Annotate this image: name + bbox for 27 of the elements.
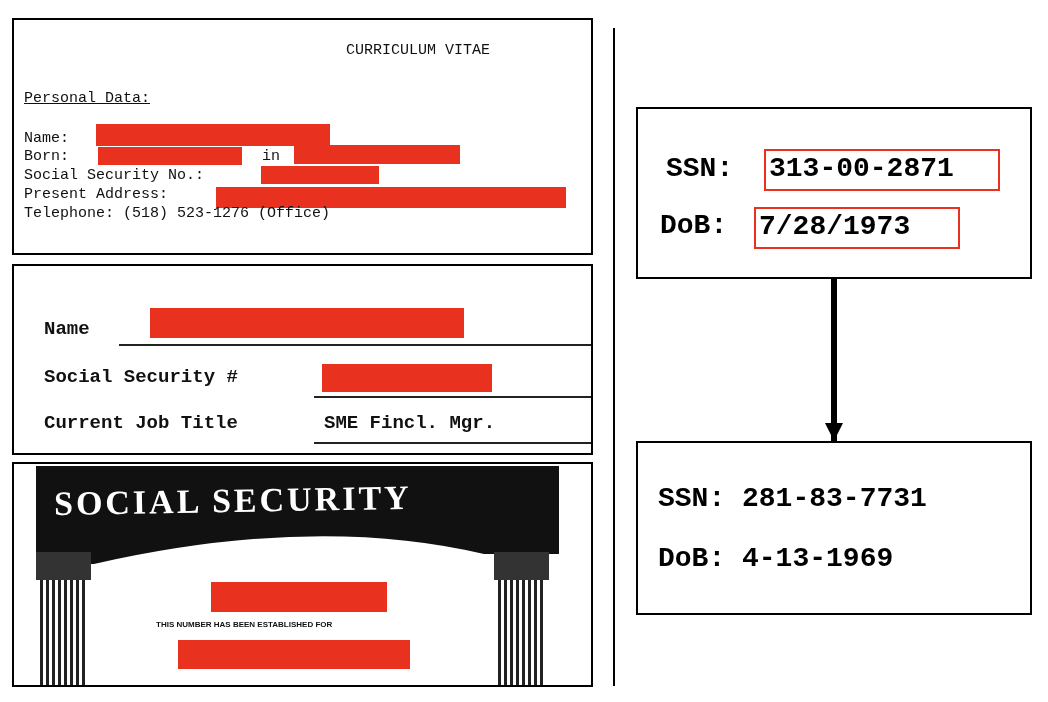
record-box bbox=[636, 441, 1032, 615]
field-label: DoB: bbox=[660, 210, 728, 241]
field-label: DoB: 4-13-1969 bbox=[658, 543, 894, 574]
document-excerpt bbox=[12, 18, 593, 255]
field-label: in bbox=[262, 148, 280, 165]
field-label: Personal Data: bbox=[24, 90, 151, 107]
arrow bbox=[825, 279, 843, 441]
document-excerpt bbox=[12, 264, 593, 455]
highlighted-value bbox=[764, 149, 1000, 191]
value-text: 7/28/1973 bbox=[759, 211, 911, 242]
record-box bbox=[636, 107, 1032, 279]
field-label: Name bbox=[44, 318, 90, 340]
field-label: SME Fincl. Mgr. bbox=[324, 412, 496, 434]
field-label: CURRICULUM VITAE bbox=[346, 42, 491, 59]
field-label: Born: bbox=[24, 148, 69, 165]
field-label: Present Address: bbox=[24, 186, 169, 203]
field-label: Social Security # bbox=[44, 366, 238, 388]
field-label: Current Job Title bbox=[44, 412, 238, 434]
highlighted-value bbox=[754, 207, 960, 249]
value-text: 313-00-2871 bbox=[769, 153, 954, 184]
field-label: THIS NUMBER HAS BEEN ESTABLISHED FOR bbox=[156, 620, 333, 629]
field-label: Social Security No.: bbox=[24, 167, 205, 184]
field-label: SSN: 281-83-7731 bbox=[658, 483, 927, 514]
field-label: Telephone: (518) 523-1276 (Office) bbox=[24, 205, 331, 222]
card-heading: SOCIAL SECURITY bbox=[53, 478, 412, 524]
field-label: SSN: bbox=[666, 153, 734, 184]
field-label: Name: bbox=[24, 130, 69, 147]
